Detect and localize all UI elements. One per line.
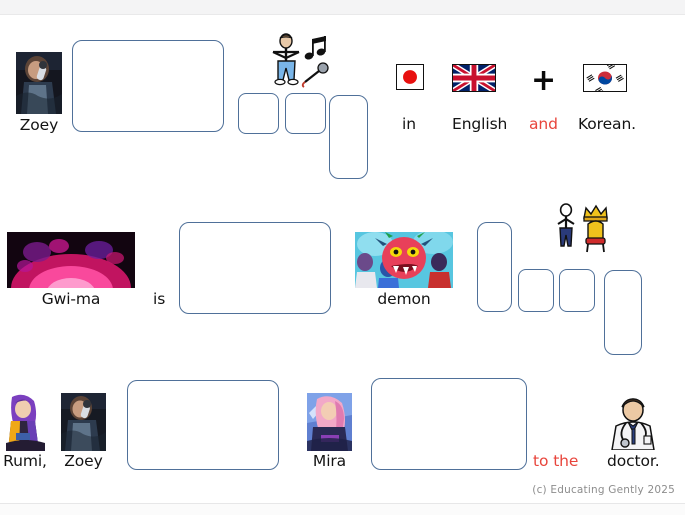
demon-photo (355, 232, 453, 288)
word-doctor: doctor. (607, 452, 660, 470)
singing-figure-icon (265, 32, 335, 88)
picture-label-zoey-2: Zoey (64, 452, 103, 470)
uk-flag-icon (452, 64, 496, 92)
gwi-ma-photo (7, 232, 135, 288)
mira-photo (307, 393, 352, 451)
zoey-photo-2 (61, 393, 106, 451)
answer-box-r2-2[interactable] (477, 222, 512, 312)
page-top-edge (0, 0, 685, 15)
answer-box-r2-4[interactable] (559, 269, 595, 312)
king-throne-icon (552, 202, 610, 254)
copyright-notice: (c) Educating Gently 2025 (532, 484, 675, 496)
word-and: and (529, 115, 558, 133)
answer-box-r3-2[interactable] (371, 378, 527, 470)
answer-box-r1-1[interactable] (72, 40, 224, 132)
word-is: is (153, 290, 166, 308)
picture-label-mira: Mira (312, 452, 347, 470)
page-bottom-edge (0, 503, 685, 515)
picture-label-rumi: Rumi, (3, 452, 47, 470)
word-to-the: to the (533, 452, 579, 470)
picture-label-zoey: Zoey (19, 116, 59, 134)
answer-box-r1-3[interactable] (285, 93, 326, 134)
korea-flag-icon (583, 64, 627, 92)
rumi-photo (3, 393, 45, 451)
picture-label-demon: demon (377, 290, 431, 308)
word-in: in (402, 115, 416, 133)
answer-box-r2-3[interactable] (518, 269, 554, 312)
answer-box-r1-2[interactable] (238, 93, 279, 134)
zoey-photo (16, 52, 62, 114)
answer-box-r1-4[interactable] (329, 95, 368, 179)
doctor-icon (608, 396, 658, 450)
word-korean: Korean. (578, 115, 636, 133)
word-english: English (452, 115, 508, 133)
plus-icon: + (531, 63, 557, 98)
answer-box-r2-1[interactable] (179, 222, 331, 314)
picture-label-gwi-ma: Gwi-ma (41, 290, 101, 308)
answer-box-r2-5[interactable] (604, 270, 642, 355)
japan-flag-icon (396, 64, 424, 90)
answer-box-r3-1[interactable] (127, 380, 279, 470)
